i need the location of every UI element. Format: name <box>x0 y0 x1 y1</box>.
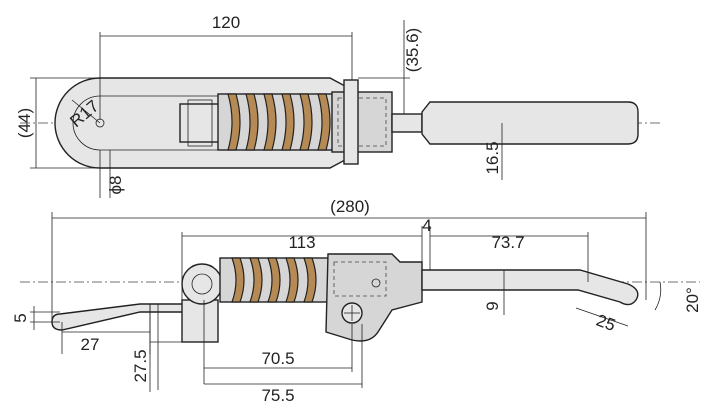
dim-16-5: 16.5 <box>483 141 502 174</box>
dim-35-6: (35.6) <box>403 28 422 72</box>
dim-4: 4 <box>422 216 431 235</box>
dim-44: (44) <box>15 108 34 138</box>
spring-coils-top <box>227 93 331 151</box>
rod <box>391 113 423 133</box>
top-view: 120 (35.6) (44) R17 ϕ8 16.5 <box>15 13 660 198</box>
side-handle <box>421 269 639 306</box>
side-sleeve <box>325 253 423 342</box>
dim-20deg: 20° <box>683 287 702 313</box>
dim-73-7: 73.7 <box>491 233 524 252</box>
side-sleeve-hidden <box>333 261 387 297</box>
dim-120: 120 <box>212 13 240 32</box>
dim-20deg-arc <box>654 281 662 311</box>
dim-25: 25 <box>594 311 618 335</box>
base-bracket <box>181 299 219 343</box>
dim-280: (280) <box>330 197 370 216</box>
dim-9: 9 <box>483 301 502 310</box>
handle-grip <box>421 101 639 145</box>
pivot-eye <box>181 263 223 305</box>
dim-113: 113 <box>288 233 315 252</box>
pivot-hole <box>191 273 213 295</box>
rivet <box>371 278 381 288</box>
dim-70-5: 70.5 <box>261 349 294 368</box>
pivot-block <box>179 103 221 143</box>
sleeve-hidden <box>337 97 387 147</box>
sleeve <box>331 91 393 153</box>
dim-phi8: ϕ8 <box>106 176 125 195</box>
loop-inner <box>72 95 240 151</box>
hook-rod <box>51 303 211 331</box>
spring-coils-side <box>231 257 317 303</box>
dim-25-line <box>575 307 629 327</box>
dim-27-5: 27.5 <box>131 349 150 382</box>
nut-plate <box>343 79 359 165</box>
pivot-pin <box>187 99 213 147</box>
side-view: (280) 4 113 73.7 9 20° 25 5 27 <box>11 197 702 405</box>
dim-5: 5 <box>11 313 30 322</box>
dim-27: 27 <box>81 335 100 354</box>
dim-75-5: 75.5 <box>261 386 294 405</box>
